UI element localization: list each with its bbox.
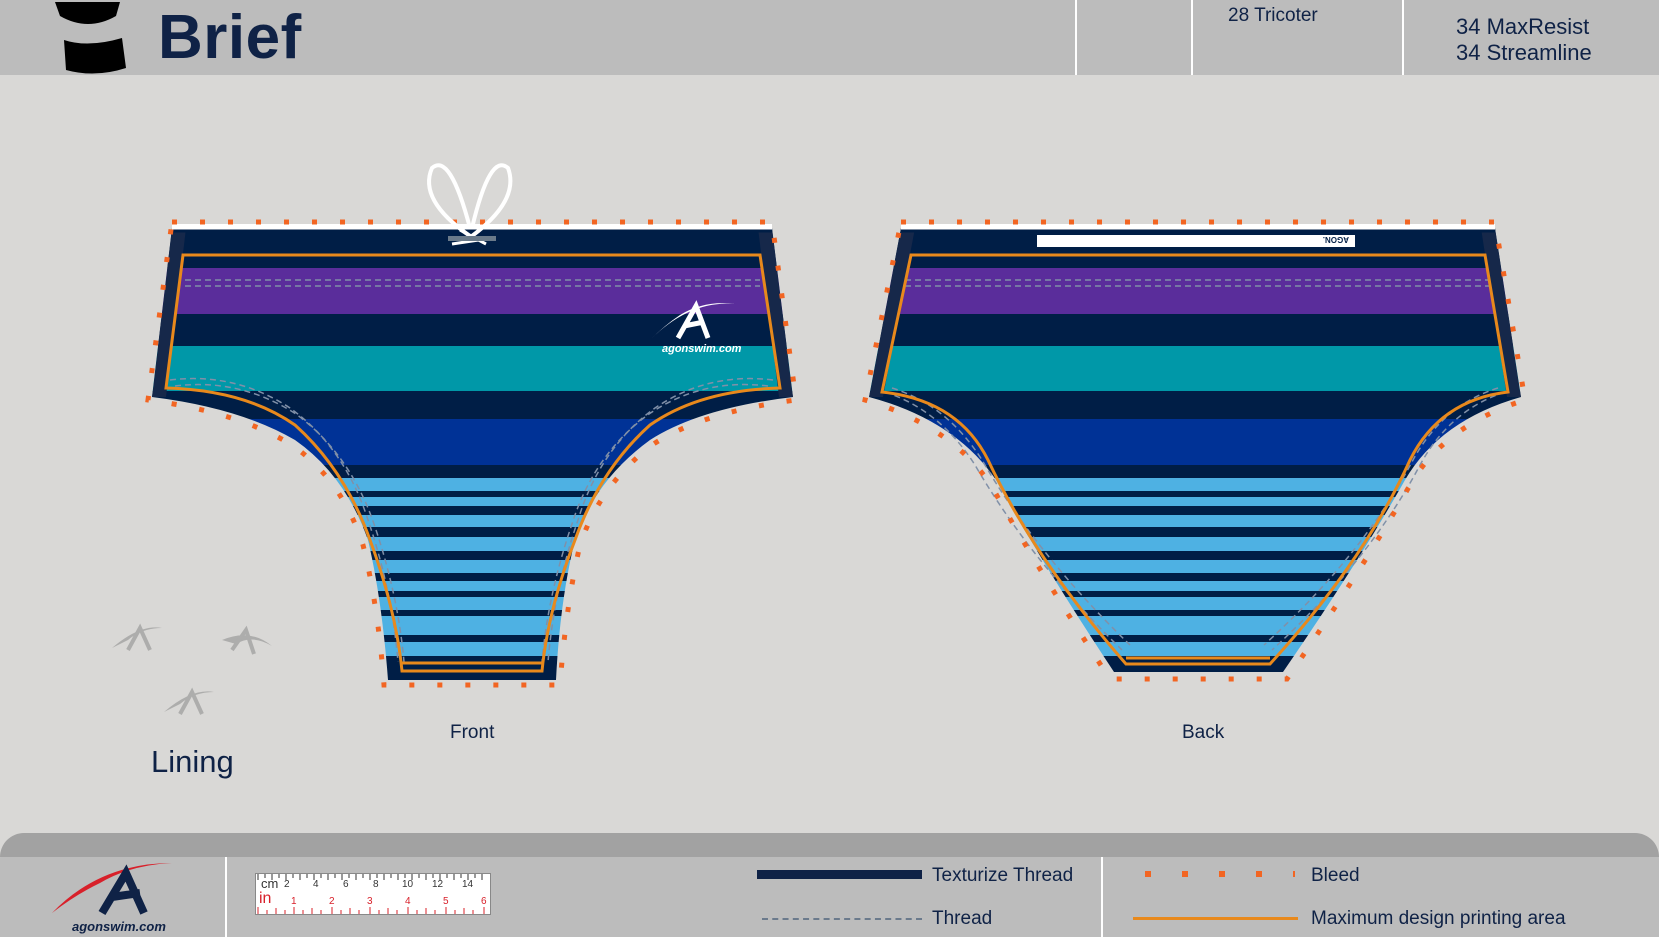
footer-divider [225, 857, 227, 937]
ruler-in-tick: 5 [443, 896, 449, 907]
ruler-cm-tick: 6 [343, 879, 349, 890]
fabric-label-streamline: 34 Streamline [1456, 40, 1592, 65]
ruler-in-unit: in [259, 890, 272, 907]
legend-max-print-area: Maximum design printing area [1311, 908, 1566, 929]
bleed-swatch [1145, 871, 1295, 877]
ruler-cm-tick: 14 [462, 879, 474, 890]
ruler: cm in 2 4 6 8 10 12 14 1 2 3 4 5 6 [255, 873, 491, 915]
drawstring-icon [427, 163, 513, 246]
back-brief-piece: AGON. [862, 219, 1528, 682]
back-view-label: Back [1182, 722, 1225, 743]
front-logo-text: agonswim.com [662, 343, 742, 355]
footer-bar: agonswim.com [0, 833, 1659, 937]
header-divider [1402, 0, 1404, 75]
ruler-cm-tick: 4 [313, 879, 319, 890]
ruler-cm-tick: 10 [402, 879, 414, 890]
fabric-label-group: 34 MaxResist 34 Streamline [1456, 14, 1592, 66]
thread-swatch [762, 918, 922, 920]
header-bar: Brief 28 Tricoter 34 MaxResist 34 Stream… [0, 0, 1659, 75]
lining-label: Lining [151, 744, 234, 779]
footer-divider [1101, 857, 1103, 937]
ruler-cm-tick: 8 [373, 879, 379, 890]
fabric-label-tricoter: 28 Tricoter [1228, 5, 1318, 26]
legend-texturize-thread: Texturize Thread [932, 865, 1074, 886]
texturize-thread-swatch [757, 870, 922, 879]
footer-top-strip [0, 833, 1659, 857]
front-view-label: Front [450, 722, 495, 743]
lining-swatch [77, 616, 305, 729]
ruler-cm-unit: cm [261, 876, 279, 891]
legend-thread: Thread [932, 908, 993, 929]
ruler-in-tick: 1 [291, 896, 297, 907]
header-divider [1075, 0, 1077, 75]
front-agon-logo: agonswim.com [650, 300, 742, 355]
ruler-in-tick: 4 [405, 896, 411, 907]
footer-logo-text: agonswim.com [72, 919, 166, 934]
ruler-in-tick: 2 [329, 896, 335, 907]
ruler-in-tick: 3 [367, 896, 373, 907]
ruler-cm-tick: 12 [432, 879, 444, 890]
waistband-tag [1037, 235, 1355, 247]
page-title: Brief [158, 3, 302, 72]
fabric-label-maxresist: 34 MaxResist [1456, 14, 1590, 39]
ruler-cm-tick: 2 [284, 879, 290, 890]
legend-bleed: Bleed [1311, 865, 1360, 886]
brief-silhouette-icon [55, 2, 126, 74]
ruler-in-tick: 6 [481, 896, 487, 907]
waistband-tag-text: AGON. [1323, 235, 1349, 244]
agon-logo-icon: agonswim.com [52, 863, 172, 934]
header-divider [1191, 0, 1193, 75]
print-area-swatch [1133, 917, 1298, 920]
lining-logos [112, 623, 272, 715]
